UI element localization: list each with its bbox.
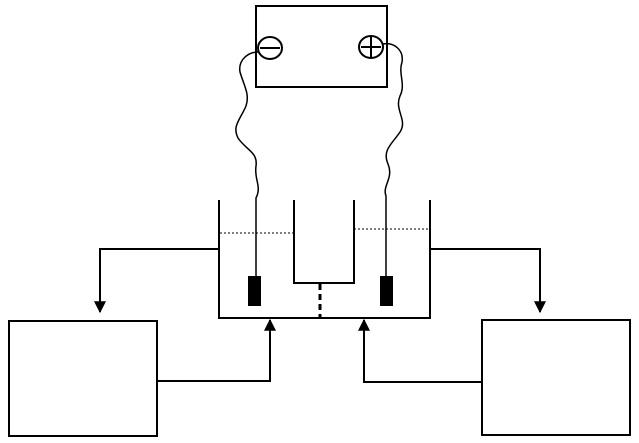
left-electrode: [248, 276, 261, 306]
left-box: [9, 321, 157, 436]
right-electrode: [380, 276, 393, 306]
inflow-arrow-left: [157, 320, 270, 381]
battery: [256, 6, 387, 87]
outflow-arrow-right: [430, 249, 540, 312]
separator-chamber: [294, 200, 354, 283]
electrolysis-cell: [219, 200, 430, 318]
outflow-arrow-left: [100, 249, 219, 312]
right-box: [482, 320, 630, 435]
inflow-arrow-right: [364, 320, 482, 382]
plus-terminal-icon: [359, 36, 383, 58]
negative-wire: [236, 52, 258, 276]
